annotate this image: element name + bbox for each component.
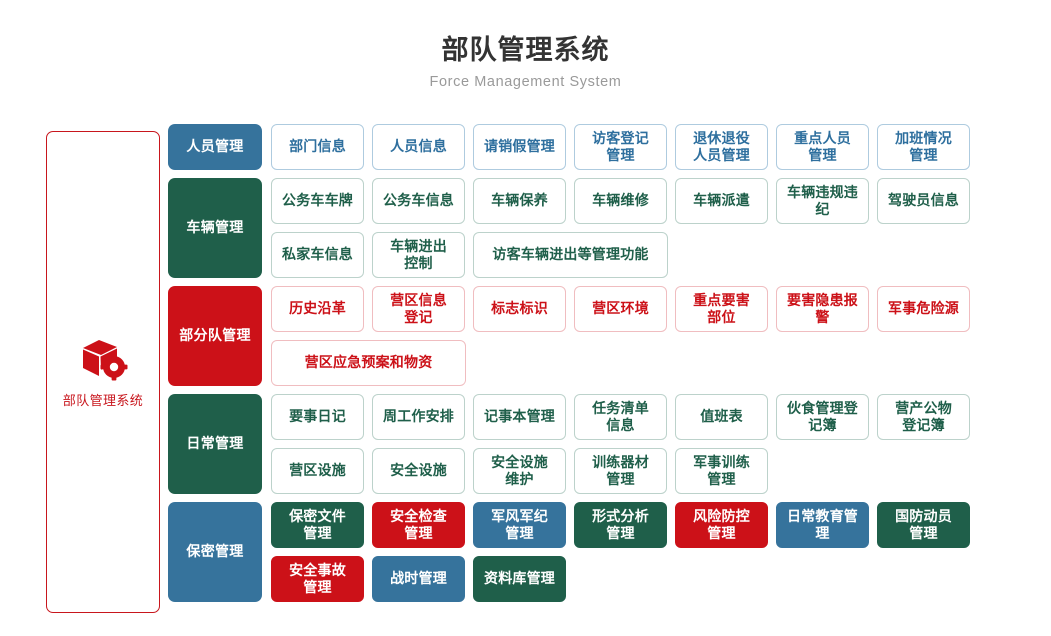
module-button[interactable]: 军事危险源 xyxy=(877,286,970,332)
module-button[interactable]: 车辆违规违纪 xyxy=(776,178,869,224)
module-button[interactable]: 要害隐患报警 xyxy=(776,286,869,332)
module-button[interactable]: 形式分析 管理 xyxy=(574,502,667,548)
module-button[interactable]: 要事日记 xyxy=(271,394,364,440)
module-button[interactable]: 营区设施 xyxy=(271,448,364,494)
module-button[interactable]: 私家车信息 xyxy=(271,232,364,278)
module-groups: 人员管理部门信息人员信息请销假管理访客登记 管理退休退役 人员管理重点人员 管理… xyxy=(168,124,1051,610)
module-button[interactable]: 安全设施 xyxy=(372,448,465,494)
module-button[interactable]: 加班情况 管理 xyxy=(877,124,970,170)
group-items: 公务车车牌公务车信息车辆保养车辆维修车辆派遣车辆违规违纪驾驶员信息私家车信息车辆… xyxy=(271,178,1051,278)
group-label-4[interactable]: 保密管理 xyxy=(168,502,262,602)
module-group: 部分队管理历史沿革营区信息 登记标志标识营区环境重点要害 部位要害隐患报警军事危… xyxy=(168,286,1051,386)
module-button[interactable]: 战时管理 xyxy=(372,556,465,602)
group-label-1[interactable]: 车辆管理 xyxy=(168,178,262,278)
module-button[interactable]: 国防动员 管理 xyxy=(877,502,970,548)
module-button[interactable]: 访客登记 管理 xyxy=(574,124,667,170)
module-button[interactable]: 公务车信息 xyxy=(372,178,465,224)
module-button[interactable]: 营区应急预案和物资 xyxy=(271,340,466,386)
group-label-0[interactable]: 人员管理 xyxy=(168,124,262,170)
group-items: 保密文件 管理安全检查 管理军风军纪 管理形式分析 管理风险防控 管理日常教育管… xyxy=(271,502,1051,602)
module-button[interactable]: 军事训练 管理 xyxy=(675,448,768,494)
sidebar-system-label: 部队管理系统 xyxy=(62,392,144,408)
module-button[interactable]: 安全事故 管理 xyxy=(271,556,364,602)
module-button[interactable]: 日常教育管理 xyxy=(776,502,869,548)
module-button[interactable]: 车辆维修 xyxy=(574,178,667,224)
module-button[interactable]: 资料库管理 xyxy=(473,556,566,602)
module-button[interactable]: 退休退役 人员管理 xyxy=(675,124,768,170)
module-button[interactable]: 风险防控 管理 xyxy=(675,502,768,548)
group-items: 部门信息人员信息请销假管理访客登记 管理退休退役 人员管理重点人员 管理加班情况… xyxy=(271,124,1051,170)
module-button[interactable]: 记事本管理 xyxy=(473,394,566,440)
module-button[interactable]: 重点要害 部位 xyxy=(675,286,768,332)
page-header: 部队管理系统 Force Management System xyxy=(0,0,1051,90)
page-title: 部队管理系统 xyxy=(441,35,610,65)
module-button[interactable]: 标志标识 xyxy=(473,286,566,332)
module-button[interactable]: 周工作安排 xyxy=(372,394,465,440)
module-button[interactable]: 历史沿革 xyxy=(271,286,364,332)
module-group: 保密管理保密文件 管理安全检查 管理军风军纪 管理形式分析 管理风险防控 管理日… xyxy=(168,502,1051,602)
group-items: 要事日记周工作安排记事本管理任务清单 信息值班表伙食管理登记簿营产公物 登记簿营… xyxy=(271,394,1051,494)
module-button[interactable]: 安全检查 管理 xyxy=(372,502,465,548)
module-button[interactable]: 车辆进出 控制 xyxy=(372,232,465,278)
module-button[interactable]: 请销假管理 xyxy=(473,124,566,170)
cube-gear-icon xyxy=(83,339,128,380)
module-button[interactable]: 任务清单 信息 xyxy=(574,394,667,440)
group-items: 历史沿革营区信息 登记标志标识营区环境重点要害 部位要害隐患报警军事危险源营区应… xyxy=(271,286,1051,386)
module-button[interactable]: 公务车车牌 xyxy=(271,178,364,224)
module-button[interactable]: 车辆派遣 xyxy=(675,178,768,224)
module-button[interactable]: 训练器材 管理 xyxy=(574,448,667,494)
sidebar-system-card[interactable]: 部队管理系统 xyxy=(46,131,160,613)
module-group: 人员管理部门信息人员信息请销假管理访客登记 管理退休退役 人员管理重点人员 管理… xyxy=(168,124,1051,170)
module-button[interactable]: 值班表 xyxy=(675,394,768,440)
group-label-3[interactable]: 日常管理 xyxy=(168,394,262,494)
group-label-2[interactable]: 部分队管理 xyxy=(168,286,262,386)
module-button[interactable]: 访客车辆进出等管理功能 xyxy=(473,232,668,278)
module-button[interactable]: 营区环境 xyxy=(574,286,667,332)
module-group: 日常管理要事日记周工作安排记事本管理任务清单 信息值班表伙食管理登记簿营产公物 … xyxy=(168,394,1051,494)
module-button[interactable]: 保密文件 管理 xyxy=(271,502,364,548)
module-button[interactable]: 重点人员 管理 xyxy=(776,124,869,170)
module-button[interactable]: 营产公物 登记簿 xyxy=(877,394,970,440)
module-button[interactable]: 车辆保养 xyxy=(473,178,566,224)
module-button[interactable]: 驾驶员信息 xyxy=(877,178,970,224)
module-button[interactable]: 人员信息 xyxy=(372,124,465,170)
page-subtitle: Force Management System xyxy=(429,73,622,90)
module-button[interactable]: 部门信息 xyxy=(271,124,364,170)
module-button[interactable]: 安全设施 维护 xyxy=(473,448,566,494)
module-button[interactable]: 伙食管理登记簿 xyxy=(776,394,869,440)
module-button[interactable]: 营区信息 登记 xyxy=(372,286,465,332)
module-group: 车辆管理公务车车牌公务车信息车辆保养车辆维修车辆派遣车辆违规违纪驾驶员信息私家车… xyxy=(168,178,1051,278)
module-button[interactable]: 军风军纪 管理 xyxy=(473,502,566,548)
